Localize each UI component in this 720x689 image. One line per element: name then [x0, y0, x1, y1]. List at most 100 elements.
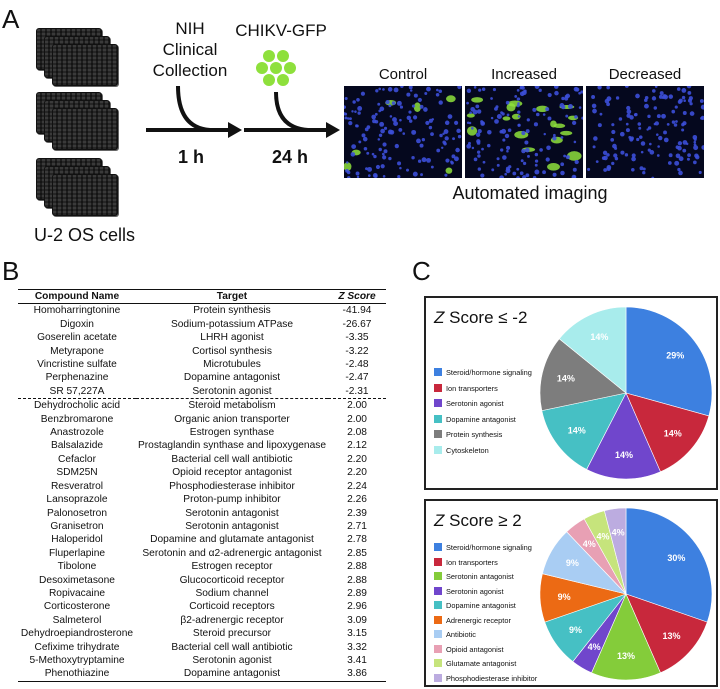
nucleus — [534, 163, 538, 167]
legend-label: Opioid antagonist — [446, 644, 504, 654]
nucleus — [442, 132, 445, 135]
pie-slice-label: 4% — [612, 528, 625, 538]
nucleus — [516, 167, 520, 171]
nucleus — [545, 157, 550, 162]
nucleus — [408, 110, 412, 114]
nucleus — [452, 137, 456, 141]
target-cell: Serotonin and α2-adrenergic antagonist — [142, 547, 322, 559]
nucleus — [393, 87, 399, 93]
nucleus — [374, 112, 378, 116]
zscore-cell: 2.71 — [347, 520, 367, 532]
nucleus — [574, 115, 578, 119]
zscore-cell: -41.94 — [342, 305, 372, 317]
nucleus — [542, 170, 546, 175]
nucleus — [625, 122, 629, 126]
nucleus — [560, 170, 565, 176]
nucleus — [416, 138, 421, 144]
nucleus — [347, 176, 351, 178]
legend-swatch — [434, 601, 442, 610]
imaging-label: Automated imaging — [452, 183, 608, 203]
legend-label: Ion transporters — [446, 383, 498, 393]
pie-slice-label: 14% — [615, 450, 633, 460]
nucleus — [604, 98, 610, 104]
nucleus — [505, 168, 511, 174]
nucleus — [519, 86, 524, 89]
nucleus — [506, 149, 509, 153]
nucleus — [677, 141, 683, 146]
nucleus — [651, 176, 655, 178]
nucleus — [516, 104, 520, 108]
pie-slice — [625, 593, 708, 674]
plate — [52, 108, 118, 150]
nucleus — [681, 122, 685, 127]
legend-label: Phosphodiesterase inhibitor — [446, 673, 538, 683]
legend-item: Cytoskeleton — [434, 446, 489, 456]
zscore-cell: 2.88 — [347, 561, 367, 573]
pie-slice — [591, 593, 661, 681]
nucleus — [678, 156, 684, 162]
nucleus — [400, 86, 404, 88]
target-cell: Dopamine antagonist — [136, 667, 328, 682]
nucleus — [492, 88, 496, 92]
nucleus — [365, 167, 368, 171]
legend-item: Steroid/hormone signaling — [434, 368, 532, 378]
pie-slice-label: 9% — [569, 625, 582, 635]
nucleus — [441, 146, 444, 150]
compound-cell: Haloperidol — [51, 534, 103, 546]
nucleus — [378, 87, 382, 91]
nucleus — [636, 137, 640, 142]
nucleus — [517, 102, 520, 105]
target-cell: Serotonin agonist — [192, 385, 272, 397]
nucleus — [480, 173, 485, 178]
compound-cell: Anastrozole — [50, 427, 104, 439]
nucleus — [367, 174, 371, 177]
legend-item: Opioid antagonist — [434, 645, 504, 655]
target-cell: Microtubules — [203, 359, 261, 371]
nucleus — [526, 118, 530, 122]
nucleus — [682, 111, 687, 115]
nucleus — [573, 175, 577, 178]
target-cell: Glucocorticoid receptor — [179, 574, 285, 586]
nucleus — [366, 125, 371, 129]
nucleus — [688, 96, 693, 101]
nucleus — [693, 160, 697, 165]
legend-swatch — [434, 673, 442, 682]
nucleus — [642, 167, 646, 171]
nucleus — [606, 153, 610, 157]
nucleus — [482, 160, 486, 164]
zscore-cell: 2.00 — [328, 398, 386, 413]
virus-label: CHIKV-GFP — [235, 21, 327, 40]
target-cell: Opioid receptor antagonist — [172, 467, 292, 479]
legend-swatch — [434, 644, 442, 653]
nucleus — [677, 167, 681, 172]
target-cell: Organic anion transporter — [174, 413, 290, 425]
zscore-cell: 2.96 — [347, 601, 367, 613]
nucleus — [423, 107, 428, 112]
nucleus — [573, 140, 577, 144]
nucleus — [438, 100, 443, 105]
nucleus — [546, 145, 551, 151]
pie-negative: 29%14%14%14%14%14% — [539, 306, 713, 480]
nucleus — [443, 142, 447, 146]
compound-cell: Lansoprazole — [46, 494, 108, 506]
zscore-cell: 2.00 — [347, 413, 367, 425]
nucleus — [543, 132, 546, 136]
legend-item: Ion transporters — [434, 384, 498, 394]
nucleus — [593, 136, 598, 141]
nucleus — [595, 160, 599, 164]
nucleus — [375, 89, 379, 93]
nucleus — [392, 117, 397, 122]
nucleus — [473, 157, 478, 162]
nucleus — [475, 104, 480, 109]
gfp-cell — [560, 130, 573, 136]
nucleus — [620, 150, 625, 155]
pie-slice-label: 9% — [558, 592, 571, 602]
compound-cell: 5-Methoxytryptamine — [29, 654, 125, 666]
pie-slice — [558, 306, 627, 394]
